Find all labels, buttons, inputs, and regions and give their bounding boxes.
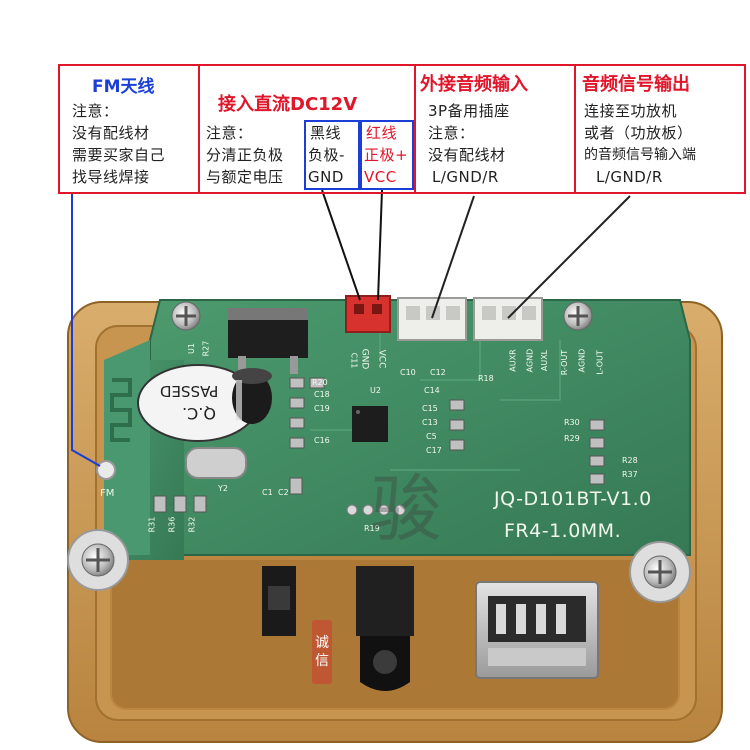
fm-pad-label: FM (100, 488, 115, 499)
designator-r37: R37 (622, 470, 638, 479)
passed-label: PASSED (160, 382, 219, 400)
power-note-label: 注意： (206, 124, 253, 142)
audio-in-line-3: 没有配线材 (428, 146, 506, 164)
audio-out-line-1: 连接至功放机 (584, 102, 678, 120)
qc-label: Q.C. (182, 404, 216, 423)
designator-r27: R27 (201, 340, 211, 357)
designator-c10: C10 (400, 368, 416, 377)
designator-c18: C18 (314, 390, 330, 399)
audio-in-line-2: 注意： (428, 124, 475, 142)
smd-components (153, 377, 605, 513)
audio-output-title: 音频信号输出 (582, 74, 690, 95)
designator-r29: R29 (564, 434, 580, 443)
crystal-oscillator (185, 447, 247, 479)
power-note-line-1: 分清正负极 (206, 146, 284, 164)
black-wire-box (304, 120, 360, 190)
divider-1 (198, 64, 200, 194)
conn-label-rout: R-OUT (560, 349, 570, 376)
audio-in-line-4: L/GND/R (432, 168, 499, 186)
audio-out-line-4: L/GND/R (596, 168, 663, 186)
screw-bottom-right (629, 541, 691, 603)
designator-u1: U1 (186, 343, 196, 354)
audio-input-connector (397, 297, 467, 341)
red-wire-polarity: 正极+ (364, 146, 409, 164)
audio-input-title: 外接音频输入 (420, 74, 528, 95)
conn-label-auxl: AUXL (540, 349, 550, 372)
conn-label-agnd-2: AGND (577, 348, 587, 373)
fm-note-line-4: 找导线焊接 (72, 168, 150, 186)
designator-r20: R20 (312, 378, 328, 387)
designator-c11: C11 (349, 352, 359, 369)
fm-antenna-title: FM天线 (92, 77, 155, 97)
audio-in-line-1: 3P备用插座 (428, 102, 510, 120)
designator-c15: C15 (422, 404, 438, 413)
designator-c13: C13 (422, 418, 438, 427)
red-wire-box (360, 120, 414, 190)
annotation-frame (58, 64, 746, 194)
electrolytic-capacitor (232, 368, 272, 424)
red-wire-vcc: VCC (364, 168, 397, 186)
conn-label-gnd: GND (359, 348, 370, 370)
fm-note-line-3: 需要买家自己 (72, 146, 166, 164)
designator-c14: C14 (424, 386, 440, 395)
board-model-label: JQ-D101BT-V1.0 (494, 488, 652, 510)
power-note-line-2: 与额定电压 (206, 168, 284, 186)
designator-r32: R32 (187, 516, 197, 533)
power-input-title: 接入直流DC12V (218, 94, 358, 115)
conn-label-lout: L-OUT (595, 350, 605, 375)
conn-label-agnd-1: AGND (525, 348, 535, 373)
black-wire-polarity: 负极- (308, 146, 345, 164)
designator-r18: R18 (478, 374, 494, 383)
pointer-lines (71, 189, 631, 467)
screw-bottom-left (67, 529, 129, 591)
black-wire-gnd: GND (308, 168, 344, 186)
designator-c19: C19 (314, 404, 330, 413)
audio-out-line-2: 或者（功放板） (584, 124, 693, 142)
conn-label-auxr: AUXR (508, 349, 518, 372)
designator-r28: R28 (622, 456, 638, 465)
designator-r30: R30 (564, 418, 580, 427)
watermark-glyph: 骏 (370, 467, 443, 551)
conn-label-vcc: VCC (376, 349, 387, 369)
regulator-chip (228, 308, 308, 374)
divider-2 (414, 64, 416, 194)
screw-top-right (563, 301, 593, 331)
fm-note-line-1: 注意： (72, 102, 119, 120)
bottom-ports (262, 566, 599, 691)
red-wire-label: 红线 (366, 124, 398, 142)
designator-c1: C1 (262, 488, 273, 497)
bluetooth-ic (352, 406, 388, 442)
divider-3 (574, 64, 576, 194)
fm-note-line-2: 没有配线材 (72, 124, 150, 142)
designator-r36: R36 (167, 516, 177, 533)
designator-r19: R19 (364, 524, 380, 533)
designator-u2: U2 (370, 386, 381, 395)
header-pins (346, 504, 406, 516)
designator-c16: C16 (314, 436, 330, 445)
board-material-label: FR4-1.0MM. (504, 520, 622, 542)
fm-pad (96, 460, 116, 480)
watermark-stamp: 诚信 (312, 620, 332, 684)
designator-r31: R31 (147, 516, 157, 533)
audio-out-line-3: 的音频信号输入端 (584, 147, 696, 163)
designator-c17: C17 (426, 446, 442, 455)
black-wire-label: 黑线 (310, 124, 342, 142)
designator-y2: Y2 (218, 484, 228, 493)
screw-top-left (171, 301, 201, 331)
designator-c5: C5 (426, 432, 437, 441)
audio-output-connector (473, 297, 543, 341)
designator-c2: C2 (278, 488, 289, 497)
power-connector (345, 295, 391, 333)
designator-c12: C12 (430, 368, 446, 377)
